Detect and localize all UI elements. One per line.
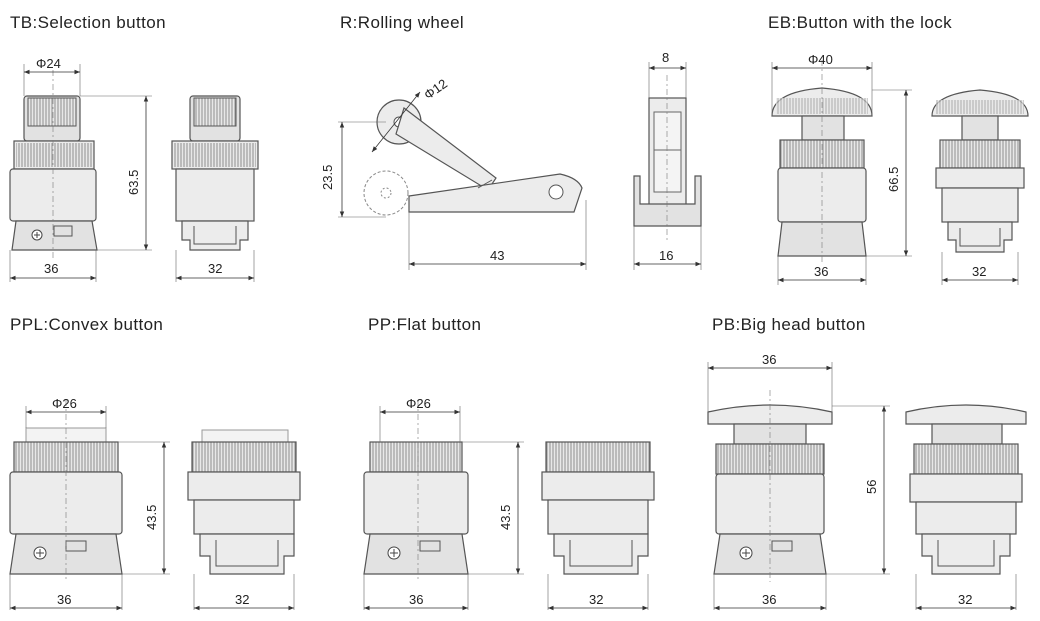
title-r: R:Rolling wheel (340, 13, 464, 32)
tb-side-view (171, 95, 259, 251)
r-height-label: 23.5 (320, 165, 335, 190)
eb-width-side-label: 32 (972, 264, 986, 279)
ppl-front-view (9, 400, 123, 582)
pp-front-view (363, 400, 469, 582)
ppl-phi-label: Φ26 (52, 396, 77, 411)
tb-dimensions: Φ24 63.5 36 32 (9, 56, 255, 282)
pp-width-front-label: 36 (409, 592, 423, 607)
pp-width-side-label: 32 (589, 592, 603, 607)
pp-dimensions: Φ26 43.5 36 32 (363, 396, 649, 611)
r-length-label: 43 (490, 248, 504, 263)
pp-phi-label: Φ26 (406, 396, 431, 411)
pb-height-label: 56 (864, 480, 879, 494)
title-pb: PB:Big head button (712, 315, 866, 334)
r-top-width-label: 8 (662, 50, 669, 65)
title-ppl: PPL:Convex button (10, 315, 163, 334)
ppl-dimensions: Φ26 43.5 36 32 (9, 396, 295, 611)
r-side-view (633, 75, 702, 240)
eb-dimensions: Φ40 66.5 36 32 (771, 52, 1019, 285)
pb-top-width-label: 36 (762, 352, 776, 367)
title-tb: TB:Selection button (10, 13, 166, 32)
tb-phi-label: Φ24 (36, 56, 61, 71)
pb-front-view (707, 390, 833, 582)
pp-side-view (541, 441, 655, 575)
title-eb: EB:Button with the lock (768, 13, 952, 32)
pp-height-label: 43.5 (498, 505, 513, 530)
ppl-width-front-label: 36 (57, 592, 71, 607)
pb-width-front-label: 36 (762, 592, 776, 607)
r-dimensions: Φ12 23.5 43 8 16 (320, 50, 702, 270)
eb-height-label: 66.5 (886, 167, 901, 192)
ppl-side-view (187, 429, 301, 575)
tb-width-side-label: 32 (208, 261, 222, 276)
tb-height-label: 63.5 (126, 170, 141, 195)
title-pp: PP:Flat button (368, 315, 481, 334)
r-phi-label: Φ12 (421, 76, 450, 103)
tb-front-view (9, 70, 98, 258)
pb-side-view (905, 404, 1027, 575)
r-lever-view (363, 99, 583, 216)
eb-side-view (931, 89, 1029, 253)
tb-width-front-label: 36 (44, 261, 58, 276)
eb-front-view (771, 60, 873, 262)
ppl-width-side-label: 32 (235, 592, 249, 607)
eb-phi-label: Φ40 (808, 52, 833, 67)
ppl-height-label: 43.5 (144, 505, 159, 530)
eb-width-front-label: 36 (814, 264, 828, 279)
r-side-width-label: 16 (659, 248, 673, 263)
pb-dimensions: 36 56 36 32 (707, 352, 1017, 611)
pb-width-side-label: 32 (958, 592, 972, 607)
